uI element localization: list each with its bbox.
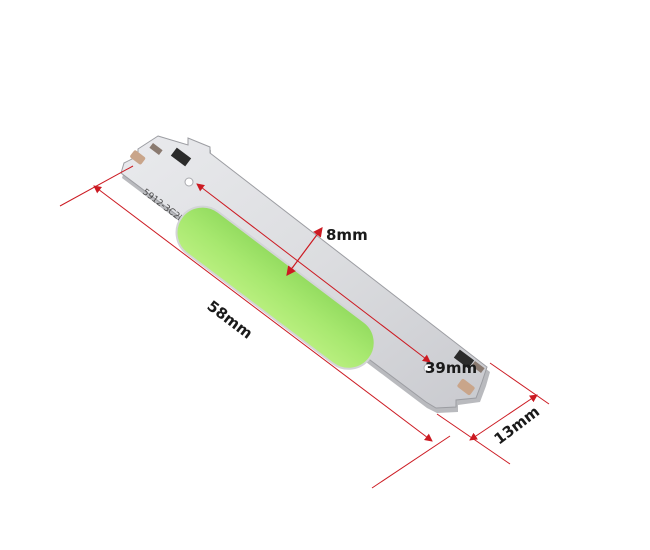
dimension-led-length — [196, 183, 431, 363]
solder-pads-left — [130, 142, 194, 187]
led-length-label: 39mm — [425, 359, 477, 377]
width-label: 13mm — [491, 402, 543, 448]
length-label: 58mm — [204, 297, 256, 343]
dimension-width — [436, 362, 550, 465]
led-width-label: 8mm — [326, 226, 368, 244]
